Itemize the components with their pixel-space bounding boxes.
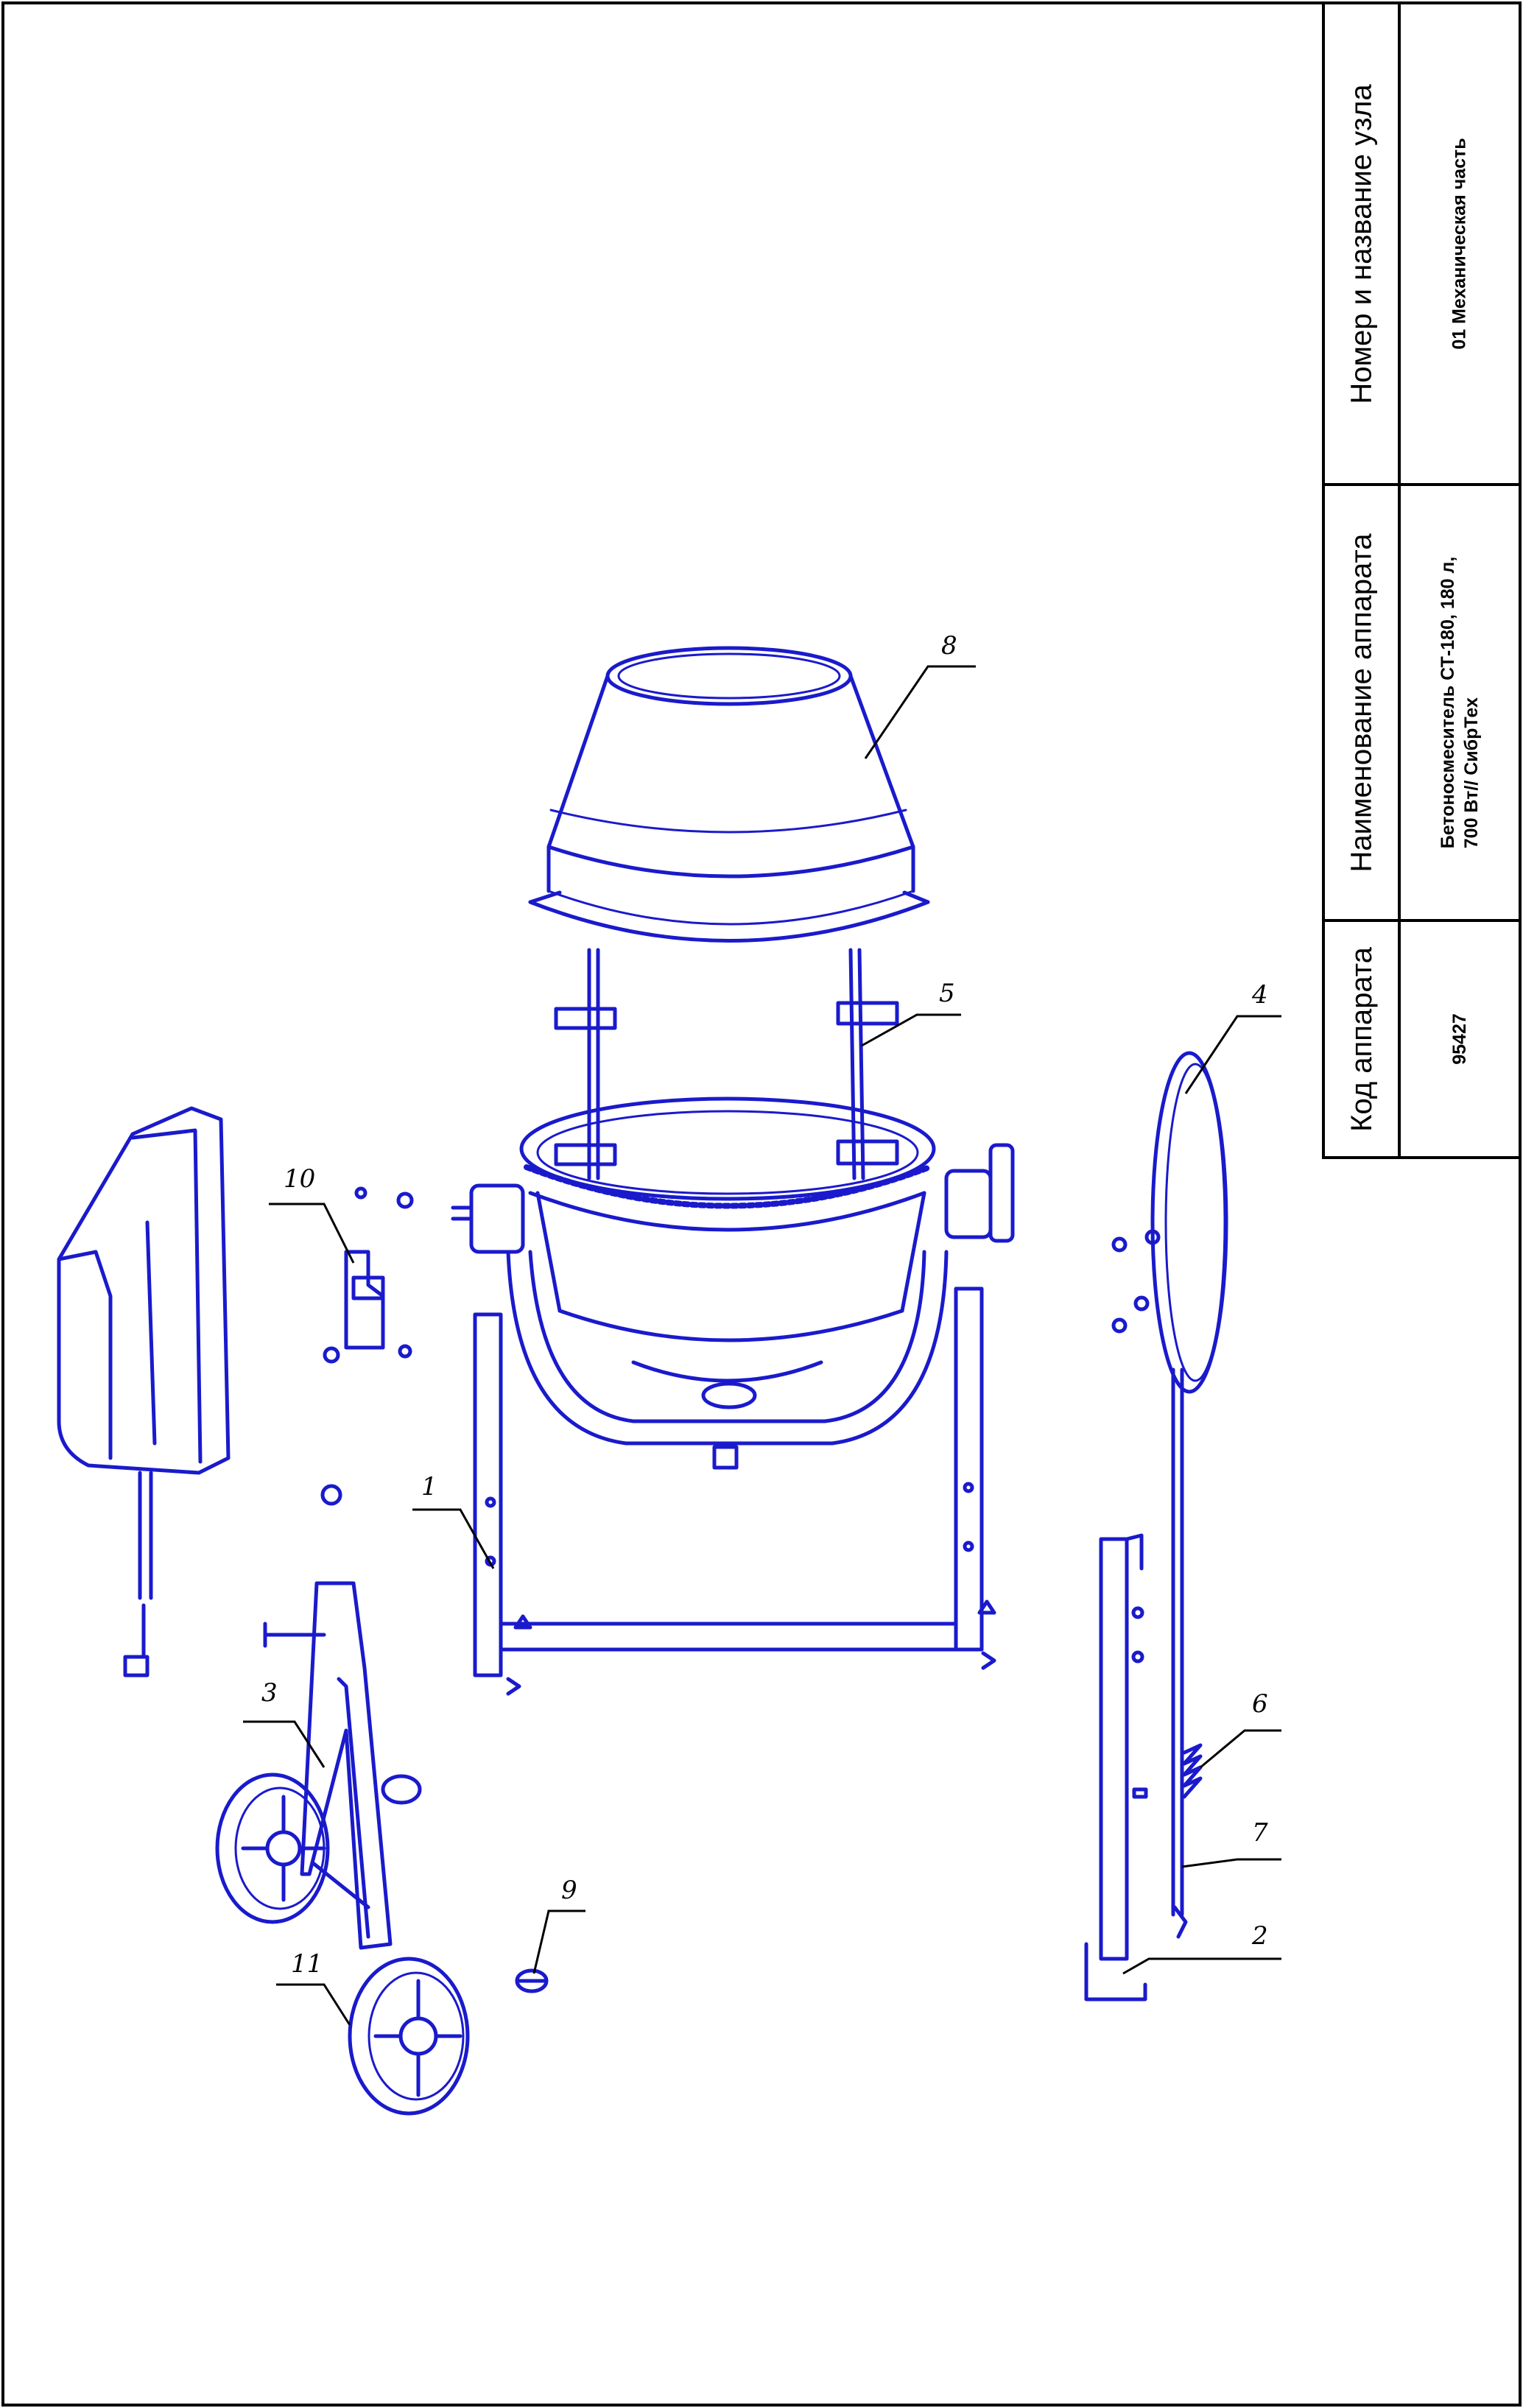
leader-7 [1181,1858,1281,1868]
wheels [215,1772,470,2116]
leader-3 [243,1720,326,1768]
name-value: Бетоносмеситель СТ-180, 180 л, 700 Вт// … [1436,557,1483,848]
callout-label-3: 3 [261,1678,278,1708]
code-header-cell: Код аппарата [1326,923,1398,1155]
callout-label-5: 5 [939,979,955,1008]
callout-label-4: 4 [1251,980,1268,1010]
motor-cover [57,1106,231,1677]
leader-4 [1184,1015,1281,1094]
drum-support-shafts [554,948,899,1180]
leader-2 [1122,1957,1281,1975]
name-value-cell: Бетоносмеситель СТ-180, 180 л, 700 Вт// … [1401,487,1518,918]
callout-label-6: 6 [1252,1689,1268,1719]
leader-6 [1200,1729,1281,1769]
node-value: 01 Механическая часть [1449,138,1470,350]
callout-label-1: 1 [421,1472,437,1502]
callout-labels: 1 2 3 4 5 6 7 8 9 10 11 [261,631,1268,1979]
node-header-cell: Номер и название узла [1326,5,1398,482]
name-header-cell: Наименование аппарата [1326,487,1398,918]
callout-label-2: 2 [1251,1921,1268,1951]
nut [515,1968,549,1993]
rear-leg [1084,1533,1188,2002]
leader-5 [861,1013,961,1047]
code-value: 95427 [1449,1013,1470,1065]
steering-wheel [1111,1051,1228,1917]
leader-8 [864,665,976,759]
main-frame [473,1286,996,1696]
leader-9 [532,1909,585,1974]
lock-spring [1182,1743,1203,1799]
node-value-cell: 01 Механическая часть [1401,5,1518,482]
callout-label-7: 7 [1252,1818,1268,1848]
leader-1 [412,1508,495,1569]
callout-label-8: 8 [941,631,957,661]
callout-label-9: 9 [561,1876,577,1905]
code-value-cell: 95427 [1401,923,1518,1155]
exploded-view [57,646,1228,2116]
name-value-line2: 700 Вт// СибрТех [1461,697,1482,849]
drum-top-cone [528,646,930,943]
bracket [320,1186,414,1506]
leader-10 [269,1203,355,1264]
node-header: Номер и название узла [1345,83,1378,404]
drum-body [519,1096,936,1409]
leader-lines [243,665,1281,2026]
leader-11 [276,1983,351,2026]
name-header: Наименование аппарата [1345,533,1378,872]
name-value-line1: Бетоносмеситель СТ-180, 180 л, [1438,556,1459,849]
callout-label-11: 11 [291,1949,323,1979]
code-header: Код аппарата [1345,946,1378,1132]
title-block-frame [1322,1,1522,1159]
wheel-leg [263,1581,422,1950]
callout-label-10: 10 [284,1164,315,1194]
drum-yoke [451,1143,1015,1470]
